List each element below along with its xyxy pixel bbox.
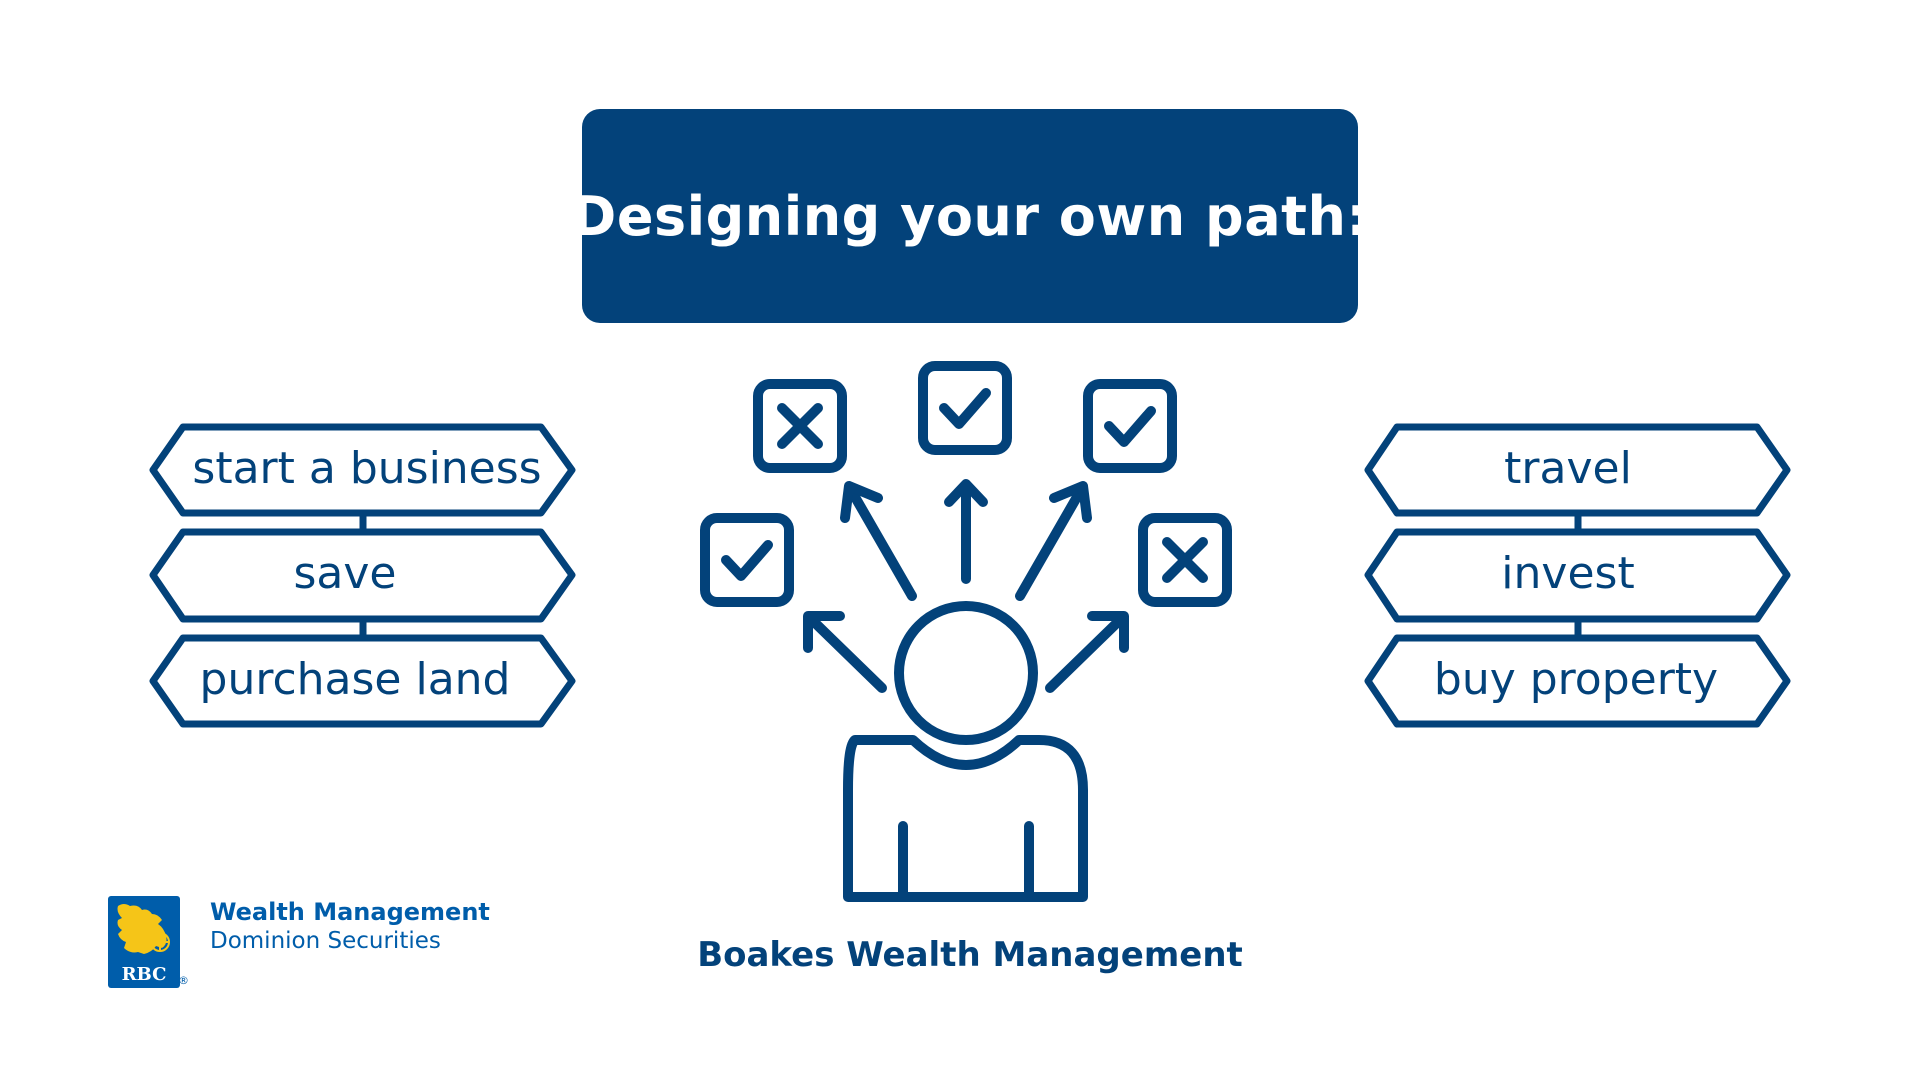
checkbox-crossed-icon <box>753 379 847 473</box>
footer-firm-name: Boakes Wealth Management <box>697 935 1243 975</box>
sign-label-purchase-land: purchase land <box>200 654 511 705</box>
sign-label-buy-property: buy property <box>1434 654 1718 705</box>
person-body <box>843 735 1088 902</box>
page-title: Designing your own path: <box>571 184 1369 248</box>
sign-start-a-business <box>149 423 576 517</box>
rbc-logo: RBC ® Wealth Management Dominion Securit… <box>108 896 508 996</box>
right-signpost <box>1364 423 1791 728</box>
checkbox-checked-icon <box>700 513 794 607</box>
logo-dominion-securities: Dominion Securities <box>210 928 441 954</box>
logo-wealth-management: Wealth Management <box>210 898 490 926</box>
sign-purchase-land <box>149 634 576 728</box>
sign-travel <box>1364 423 1791 517</box>
arrow-up-right-steep-icon <box>1015 481 1092 601</box>
arrow-up-right-icon <box>1045 611 1129 693</box>
left-signpost <box>149 423 576 728</box>
sign-label-invest: invest <box>1501 548 1634 599</box>
sign-buy-property <box>1364 634 1791 728</box>
checkbox-checked-icon <box>1083 379 1177 473</box>
person-icon <box>843 601 1088 902</box>
rbc-shield-icon: RBC <box>108 896 180 988</box>
checkbox-checked-icon <box>918 361 1012 455</box>
registered-mark: ® <box>178 974 189 987</box>
sign-invest <box>1364 528 1791 623</box>
checkbox-crossed-icon <box>1138 513 1232 607</box>
sign-label-start-a-business: start a business <box>192 443 541 494</box>
sign-label-travel: travel <box>1504 443 1632 494</box>
sign-save <box>149 528 576 623</box>
person-head <box>894 601 1038 745</box>
choice-arrows <box>803 479 1129 693</box>
rbc-brand-text: RBC <box>122 964 167 985</box>
arrow-up-left-icon <box>803 611 887 693</box>
arrow-up-icon <box>944 479 988 584</box>
arrow-up-left-steep-icon <box>840 481 917 601</box>
sign-label-save: save <box>294 548 397 599</box>
title-banner: Designing your own path: <box>572 109 1368 323</box>
